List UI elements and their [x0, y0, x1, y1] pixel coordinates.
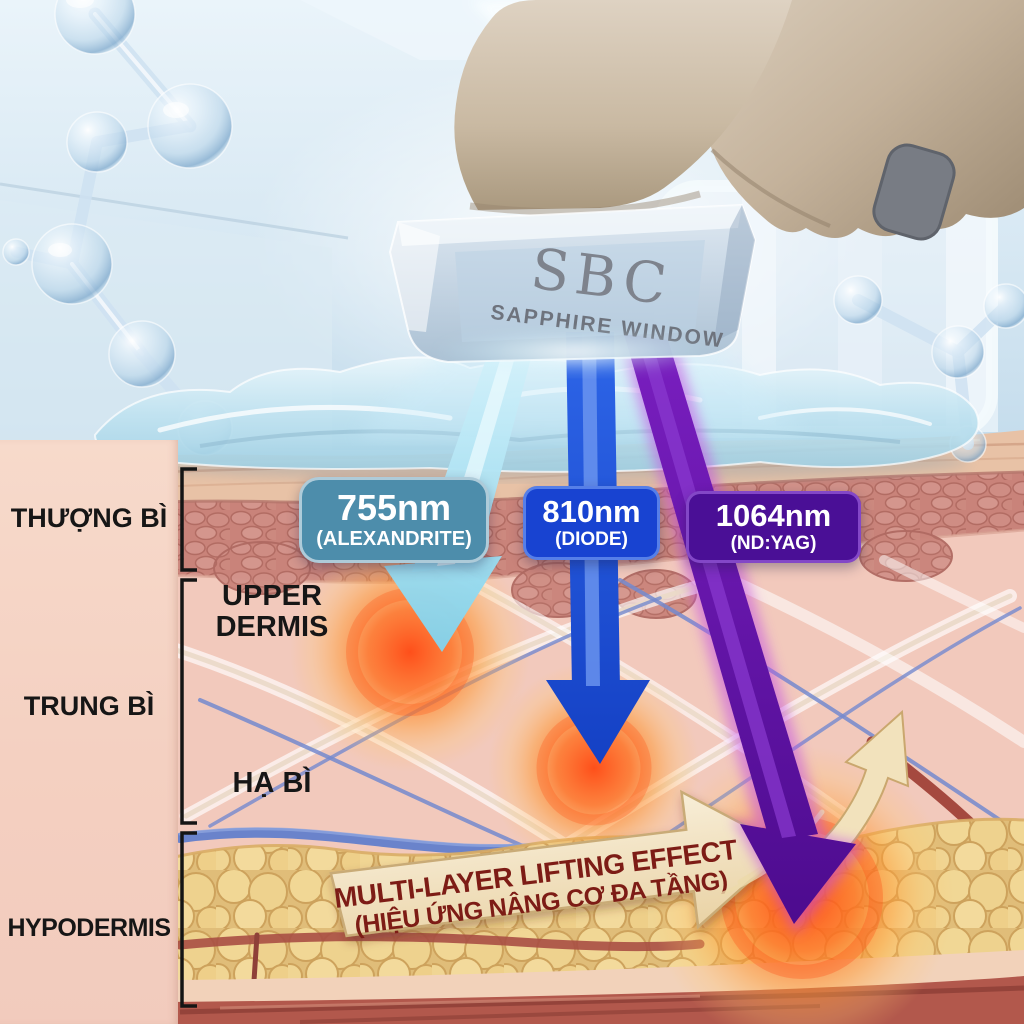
label-dermis-vi: TRUNG BÌ [23, 691, 155, 721]
label-hypodermis: HYPODERMIS [7, 914, 171, 942]
badge-1064nm-name: (ND:YAG) [730, 532, 817, 554]
label-lower-dermis-vi: HẠ BÌ [232, 767, 312, 799]
sapphire-window-head: SBC SAPPHIRE WINDOW [388, 203, 757, 374]
layer-brackets [180, 467, 197, 1008]
badge-755nm: 755nm (ALEXANDRITE) [299, 477, 489, 563]
label-upper-dermis-line1: UPPER [222, 580, 322, 612]
trigger-button [872, 143, 956, 241]
handpiece-body [454, 0, 792, 210]
badge-1064nm-wavelength: 1064nm [715, 498, 832, 534]
badge-755nm-name: (ALEXANDRITE) [316, 527, 472, 550]
badge-810nm-name: (DIODE) [555, 528, 628, 550]
badge-810nm: 810nm (DIODE) [523, 486, 660, 560]
label-upper-dermis-line2: DERMIS [215, 610, 329, 643]
handpiece-device: SBC SAPPHIRE WINDOW [388, 0, 1024, 374]
laser-beam-1064 [618, 330, 866, 934]
label-upper-dermis: UPPER DERMIS [196, 581, 348, 642]
layer-label-panel [0, 440, 178, 1024]
badge-810nm-wavelength: 810nm [542, 494, 641, 530]
badge-755nm-wavelength: 755nm [336, 487, 452, 529]
badge-1064nm: 1064nm (ND:YAG) [686, 491, 861, 563]
label-epidermis-vi: THƯỢNG BÌ [10, 503, 168, 533]
